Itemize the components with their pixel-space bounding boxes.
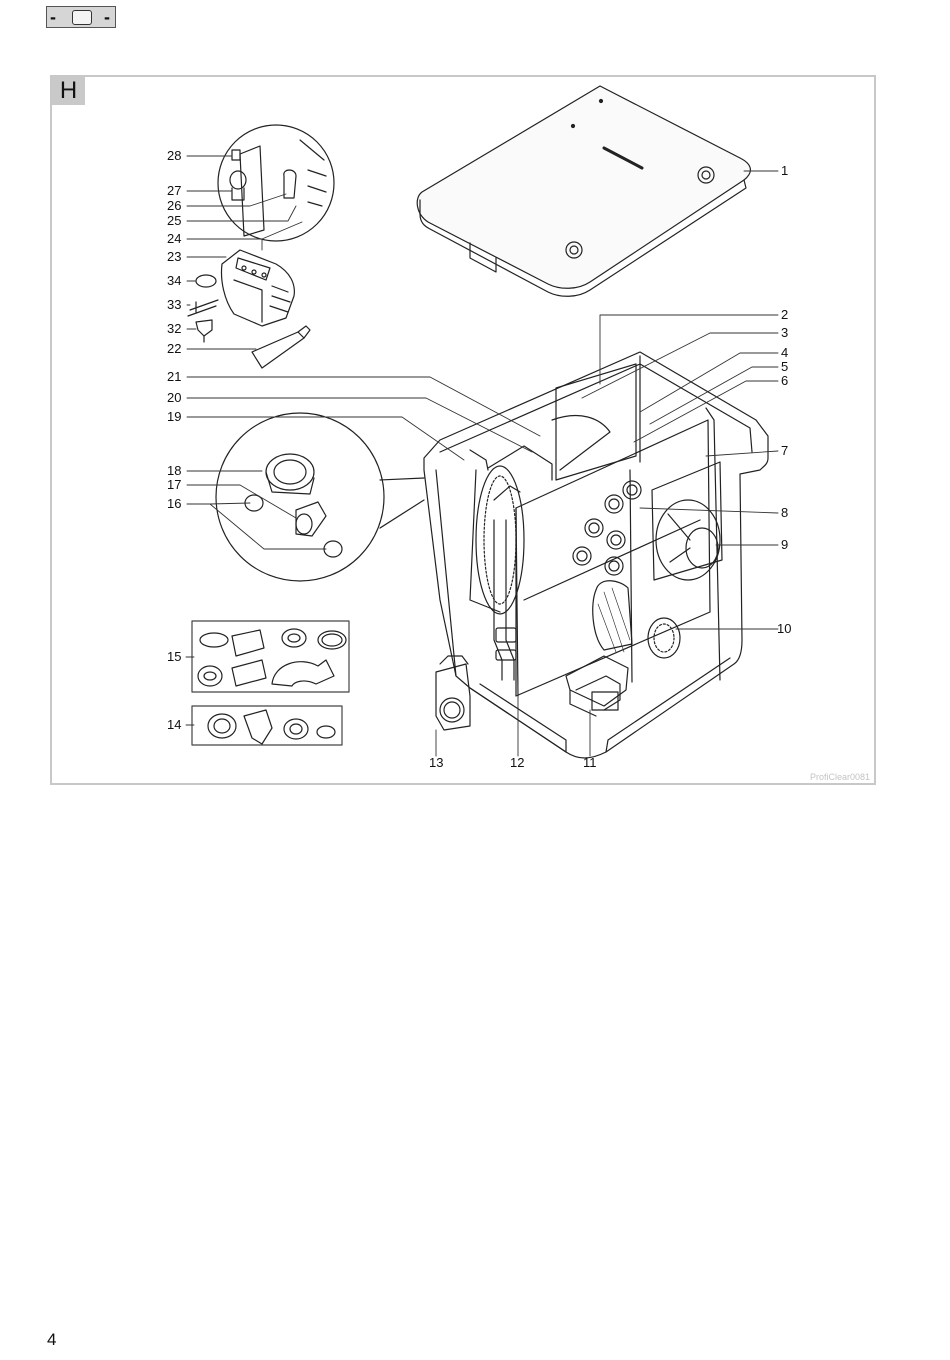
callout-8: 8 [781, 505, 789, 520]
callout-19: 19 [167, 409, 182, 424]
callout-1: 1 [781, 163, 789, 178]
dash-right: - [104, 7, 110, 27]
inlet-detail-drawing [215, 412, 425, 582]
dash-left: - [50, 7, 56, 27]
callout-7: 7 [781, 443, 789, 458]
callout-12: 12 [510, 755, 525, 770]
drawer-drawing [565, 655, 629, 717]
accessory-box-15-drawing [191, 620, 350, 693]
leader-lines [185, 155, 779, 757]
pipe-drawing [493, 485, 521, 681]
accessory-box-14-drawing [191, 705, 343, 746]
figure-panel [50, 75, 876, 785]
callout-14: 14 [167, 717, 182, 732]
callout-17: 17 [167, 477, 182, 492]
nozzles-drawing [572, 480, 642, 576]
control-box-drawing [217, 124, 335, 327]
pump-drawing [651, 461, 723, 581]
page-number: 4 [47, 1330, 57, 1349]
callout-18: 18 [167, 463, 182, 478]
callout-28: 28 [167, 148, 182, 163]
callout-15: 15 [167, 649, 182, 664]
callout-34: 34 [167, 273, 182, 288]
lid-drawing [416, 85, 751, 297]
section-tab: - - [46, 6, 116, 28]
small-parts-drawing [187, 274, 311, 369]
callout-23: 23 [167, 249, 182, 264]
device-icon [72, 10, 92, 25]
callout-9: 9 [781, 537, 789, 552]
drum-drawing [469, 414, 611, 615]
callout-27: 27 [167, 183, 182, 198]
callout-21: 21 [167, 369, 182, 384]
callout-20: 20 [167, 390, 182, 405]
figure-watermark: ProfiClear0081 [809, 772, 870, 782]
callout-11: 11 [583, 755, 597, 770]
figure-letter: H [52, 77, 85, 105]
callout-16: 16 [167, 496, 182, 511]
callout-3: 3 [781, 325, 789, 340]
housing-drawing [423, 351, 769, 759]
callout-25: 25 [167, 213, 182, 228]
callout-10: 10 [777, 621, 792, 636]
callout-2: 2 [781, 307, 789, 322]
callout-33: 33 [167, 297, 182, 312]
callout-4: 4 [781, 345, 789, 360]
outlet-drawing [435, 655, 471, 731]
callout-22: 22 [167, 341, 182, 356]
callout-24: 24 [167, 231, 182, 246]
screen-drawing [592, 580, 681, 659]
callout-5: 5 [781, 359, 789, 374]
callout-6: 6 [781, 373, 789, 388]
callout-32: 32 [167, 321, 182, 336]
callout-26: 26 [167, 198, 182, 213]
callout-13: 13 [429, 755, 444, 770]
